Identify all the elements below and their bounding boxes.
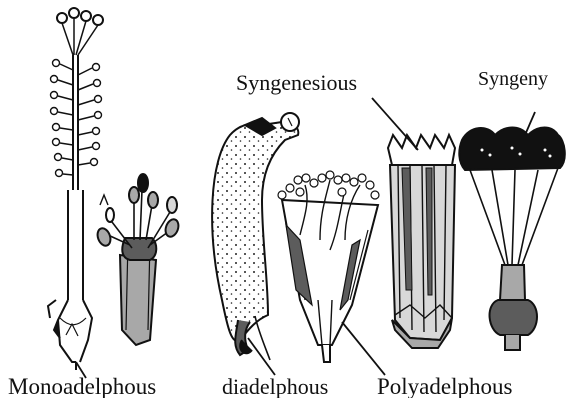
label-syngenesious: Syngenesious xyxy=(236,70,357,95)
syngenesious-figure xyxy=(388,135,455,348)
label-diadelphous: diadelphous xyxy=(222,374,328,398)
monoadelphous-figure xyxy=(48,8,103,370)
diadelphous-figure xyxy=(212,113,299,360)
label-monoadelphous: Monoadelphous xyxy=(8,374,156,398)
label-polyadelphous: Polyadelphous xyxy=(377,374,512,398)
leader-polyadelphous xyxy=(342,322,385,375)
label-syngeny: Syngeny xyxy=(478,68,548,90)
diadelphous-small-figure xyxy=(95,174,180,345)
syngeny-figure xyxy=(459,128,564,351)
polyadelphous-figure xyxy=(278,171,379,362)
leader-diadelphous xyxy=(248,338,275,375)
